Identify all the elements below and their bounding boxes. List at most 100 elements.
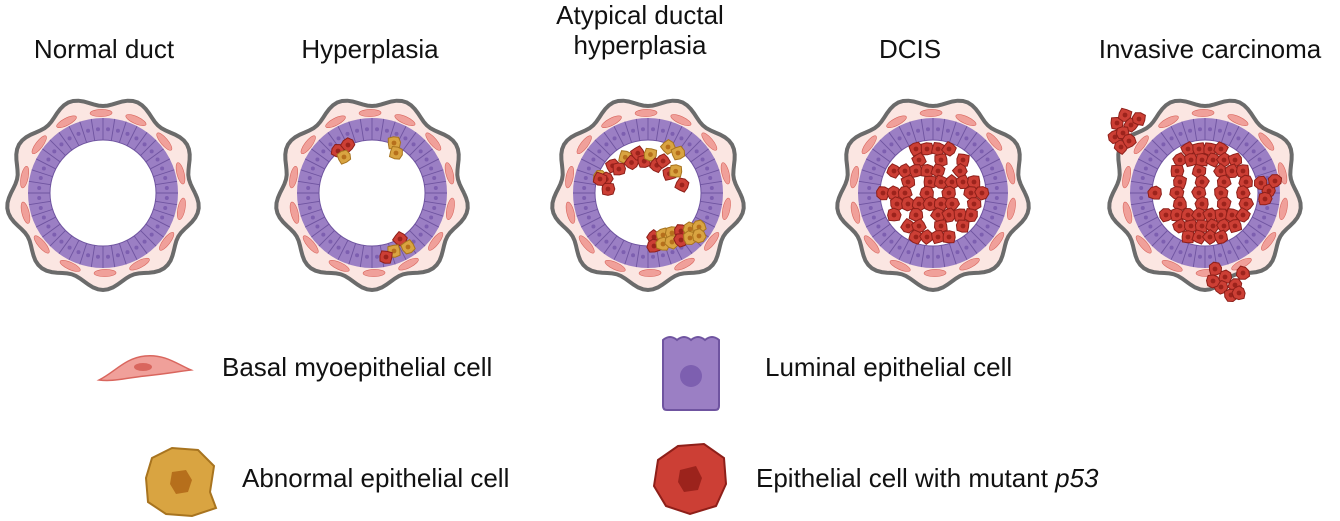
luminal-nucleus — [597, 149, 602, 154]
luminal-nucleus — [871, 166, 876, 171]
abnormal-epithelial-cell-icon — [144, 446, 218, 518]
luminal-cell-border — [948, 121, 957, 143]
basal-myoepithelial-cell — [721, 197, 731, 221]
cell-nucleus — [1174, 168, 1180, 174]
luminal-nucleus — [321, 232, 326, 237]
cell-nucleus — [679, 182, 685, 188]
luminal-nucleus — [310, 166, 315, 171]
basal-myoepithelial-cell — [886, 115, 907, 129]
luminal-cell-border — [155, 200, 178, 206]
cell-nucleus — [891, 168, 897, 174]
luminal-nucleus — [433, 196, 438, 201]
luminal-nucleus — [871, 215, 876, 220]
luminal-cell-border — [985, 180, 1008, 186]
luminal-nucleus — [1227, 131, 1232, 136]
luminal-nucleus — [867, 196, 872, 201]
luminal-cell-border — [31, 208, 53, 217]
luminal-nucleus — [582, 196, 587, 201]
basal-cell-layer — [850, 109, 1016, 277]
luminal-cell-border — [79, 243, 88, 265]
cell-nucleus — [1210, 157, 1216, 163]
luminal-nucleus — [37, 196, 42, 201]
luminal-nucleus — [315, 157, 320, 162]
basal-myoepithelial-cell — [1122, 201, 1133, 224]
luminal-cell-border — [594, 139, 611, 156]
luminal-nucleus — [163, 176, 168, 181]
basal-myoepithelial-cell — [159, 231, 175, 251]
luminal-nucleus — [306, 185, 311, 190]
luminal-nucleus — [651, 254, 656, 259]
luminal-nucleus — [321, 149, 326, 154]
cell-nucleus — [1112, 134, 1118, 140]
luminal-nucleus — [160, 215, 165, 220]
luminal-nucleus — [149, 232, 154, 237]
cell-nucleus — [696, 224, 702, 230]
luminal-cell-border — [422, 208, 444, 217]
luminal-nucleus — [705, 215, 710, 220]
luminal-nucleus — [134, 245, 139, 250]
luminal-cell-border — [865, 158, 886, 170]
basal-myoepithelial-cell — [1227, 114, 1249, 127]
luminal-cell-border — [663, 121, 672, 143]
luminal-nucleus — [160, 166, 165, 171]
cell-nucleus — [1218, 168, 1224, 174]
luminal-cell-border — [671, 125, 683, 146]
luminal-cell-border — [58, 235, 73, 254]
basal-myoepithelial-cell — [1258, 132, 1275, 151]
cell-nucleus — [1243, 179, 1249, 185]
luminal-cell-border — [1137, 216, 1158, 228]
luminal-nucleus — [1208, 127, 1213, 132]
luminal-cell-border — [940, 245, 946, 268]
luminal-nucleus — [1143, 166, 1148, 171]
basal-myoepithelial-cell — [863, 235, 880, 254]
luminal-cell-border — [35, 158, 56, 170]
cell-nucleus — [1243, 201, 1249, 207]
cell-nucleus — [1272, 178, 1278, 184]
luminal-nucleus — [38, 205, 43, 210]
luminal-cell-border — [1192, 118, 1198, 141]
luminal-cell-border — [297, 180, 320, 186]
luminal-nucleus — [1140, 205, 1145, 210]
basal-myoepithelial-cell — [1135, 235, 1152, 254]
luminal-cell-border — [858, 200, 881, 206]
cell-nucleus — [687, 226, 693, 232]
basal-myoepithelial-cell — [176, 197, 186, 221]
cell-nucleus — [1222, 274, 1228, 280]
cell-nucleus — [1240, 168, 1246, 174]
cell-nucleus — [1199, 201, 1205, 207]
cell-nucleus — [924, 168, 930, 174]
luminal-nucleus — [640, 254, 645, 259]
luminal-nucleus — [38, 176, 43, 181]
luminal-cell-border — [300, 208, 322, 217]
luminal-nucleus — [1161, 239, 1166, 244]
cell-nucleus — [946, 234, 952, 240]
basal-myoepithelial-cell — [1133, 135, 1149, 155]
basal-myoepithelial-cell — [955, 114, 977, 127]
stage-title-line: hyperplasia — [573, 30, 707, 60]
luminal-nucleus — [582, 185, 587, 190]
cell-nucleus — [1207, 234, 1213, 240]
luminal-nucleus — [993, 176, 998, 181]
cell-nucleus — [651, 243, 657, 249]
luminal-cell-layer — [573, 118, 723, 268]
cell-nucleus — [1262, 196, 1268, 202]
luminal-nucleus — [1265, 205, 1270, 210]
luminal-nucleus — [163, 205, 168, 210]
luminal-nucleus — [1217, 253, 1222, 258]
luminal-cell-border — [49, 230, 66, 247]
cell-nucleus — [1136, 116, 1142, 122]
basal-myoepithelial-cell — [1277, 162, 1288, 185]
duct-invasive-carcinoma — [1107, 98, 1303, 303]
luminal-cell-border — [1170, 125, 1182, 146]
luminal-cell-border — [888, 132, 903, 151]
luminal-nucleus — [591, 224, 596, 229]
cell-nucleus — [1210, 278, 1216, 284]
luminal-cell-border — [1151, 230, 1168, 247]
luminal-nucleus — [660, 253, 665, 258]
duct-normal — [5, 98, 201, 293]
cell-nucleus — [971, 179, 977, 185]
basal-myoepithelial-cell — [125, 114, 147, 127]
stage-title-normal: Normal duct — [24, 34, 184, 64]
luminal-cell-border — [1247, 223, 1266, 238]
cell-nucleus — [949, 179, 955, 185]
